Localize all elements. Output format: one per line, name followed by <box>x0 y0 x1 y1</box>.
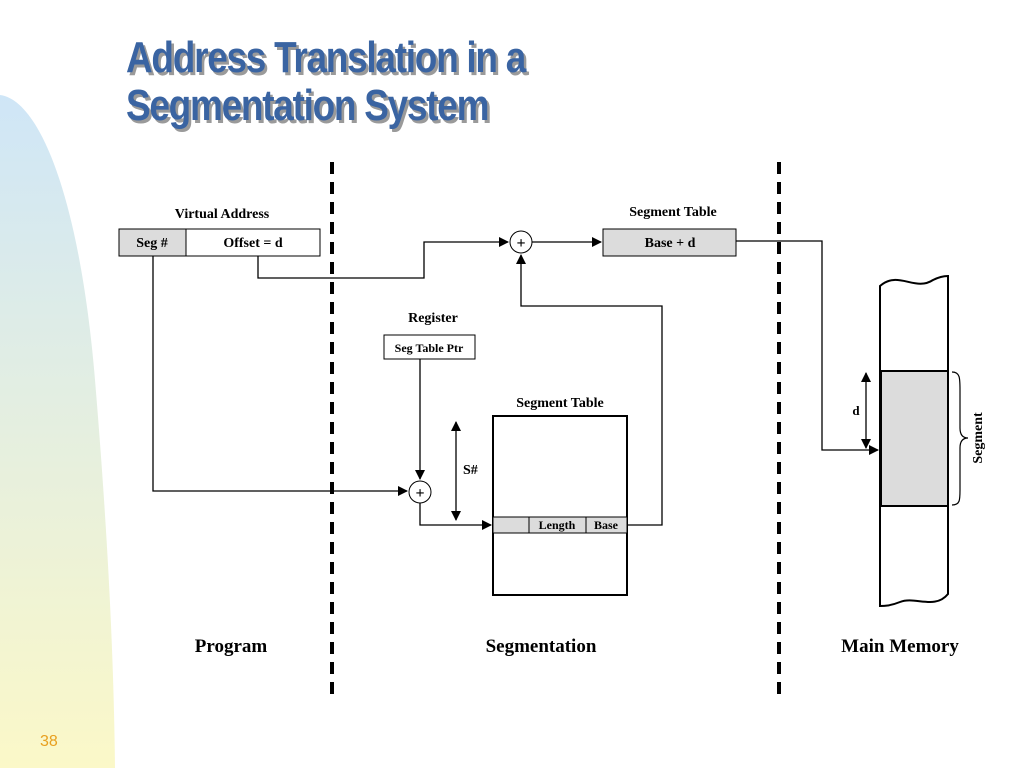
segment-table-label: Segment Table <box>516 396 604 411</box>
register-label: Register <box>408 311 458 326</box>
seg-table-ptr-text: Seg Table Ptr <box>395 341 464 355</box>
offset-to-top-adder-line <box>257 237 509 279</box>
top-segment-table-label: Segment Table <box>629 205 717 220</box>
segmentation-section-label: Segmentation <box>486 636 597 657</box>
segment-brace <box>951 371 969 506</box>
lower-adder-to-table-line <box>419 503 492 530</box>
program-section-label: Program <box>195 636 268 657</box>
main-memory-section-label: Main Memory <box>841 636 959 657</box>
length-column-text: Length <box>539 518 576 532</box>
segment-label: Segment <box>971 412 986 464</box>
virtual-address-label: Virtual Address <box>175 207 270 222</box>
base-plus-d-text: Base + d <box>645 236 696 251</box>
seg-table-ptr-cell <box>383 334 476 360</box>
base-to-top-adder-line <box>516 254 663 526</box>
memory-offset-label: d <box>852 403 860 418</box>
base-plus-d-to-memory-line <box>736 240 879 455</box>
slide-title-line-2: Segmentation System <box>126 81 489 130</box>
slide-title-line-1: Address Translation in a <box>126 33 526 82</box>
lower-adder-symbol: + <box>415 485 424 502</box>
memory-segment-block <box>880 370 949 507</box>
s-number-label: S# <box>463 463 478 478</box>
seg-number-text: Seg # <box>136 236 168 251</box>
offset-text: Offset = d <box>223 236 283 251</box>
segment-table-box <box>492 415 628 596</box>
slide-number: 38 <box>40 733 58 750</box>
base-plus-d-cell <box>602 228 737 257</box>
left-curved-panel <box>0 95 115 768</box>
seg-number-to-lower-adder-line <box>152 256 408 496</box>
top-adder-symbol: + <box>516 235 525 252</box>
offset-cell <box>185 228 321 257</box>
base-column-text: Base <box>594 518 619 532</box>
